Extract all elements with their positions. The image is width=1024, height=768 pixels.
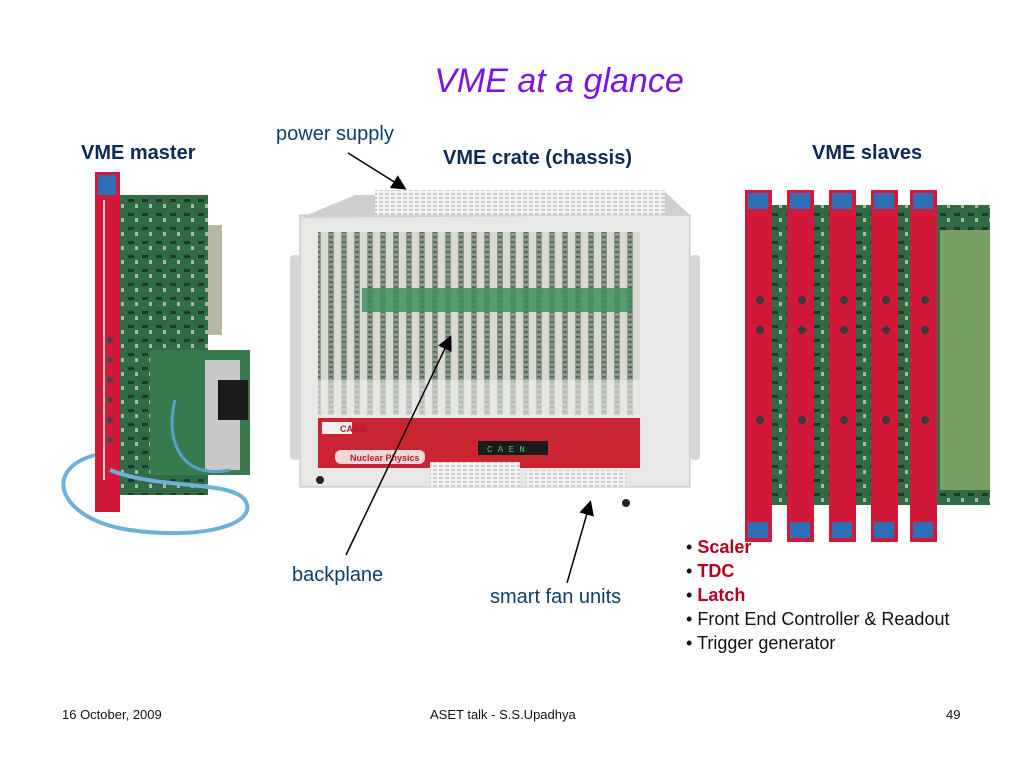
- vme-crate-heading: VME crate (chassis): [443, 147, 632, 169]
- backplane-label: backplane: [292, 564, 384, 586]
- vme-slaves-heading: VME slaves: [812, 142, 923, 164]
- list-item: • Scaler: [686, 537, 752, 557]
- crate-display-text: C A E N: [487, 445, 525, 455]
- footer-date: 16 October, 2009: [62, 707, 162, 722]
- vme-master-board-image: [61, 172, 250, 536]
- vme-slaves-image: [745, 190, 990, 542]
- slave-module: [787, 190, 814, 542]
- list-item: • Latch: [686, 585, 746, 605]
- list-item: • TDC: [686, 561, 735, 581]
- footer-talk: ASET talk - S.S.Upadhya: [430, 707, 576, 722]
- crate-brand-text: CAEN: [340, 424, 366, 434]
- slave-module: [871, 190, 898, 542]
- smart-fan-units-arrow: [566, 500, 594, 584]
- slave-module: [829, 190, 856, 542]
- vme-crate-image: CAEN Nuclear Physics C A E N: [290, 190, 700, 507]
- page-number: 49: [946, 707, 961, 722]
- crate-company-text: Nuclear Physics: [350, 453, 420, 463]
- slave-module-list: • Scaler • TDC • Latch • Front End Contr…: [686, 535, 949, 655]
- smart-fan-units-label: smart fan units: [490, 586, 622, 608]
- slide-illustration: CAEN Nuclear Physics C A E N: [61, 152, 990, 584]
- backplane-arrow: [345, 335, 452, 556]
- power-supply-label: power supply: [276, 123, 394, 145]
- power-supply-arrow: [347, 152, 407, 190]
- slave-module: [910, 190, 937, 542]
- slide-title: VME at a glance: [434, 62, 684, 100]
- slave-module: [745, 190, 772, 542]
- vme-master-heading: VME master: [81, 142, 196, 164]
- list-item: • Trigger generator: [686, 633, 836, 653]
- list-item: • Front End Controller & Readout: [686, 609, 950, 629]
